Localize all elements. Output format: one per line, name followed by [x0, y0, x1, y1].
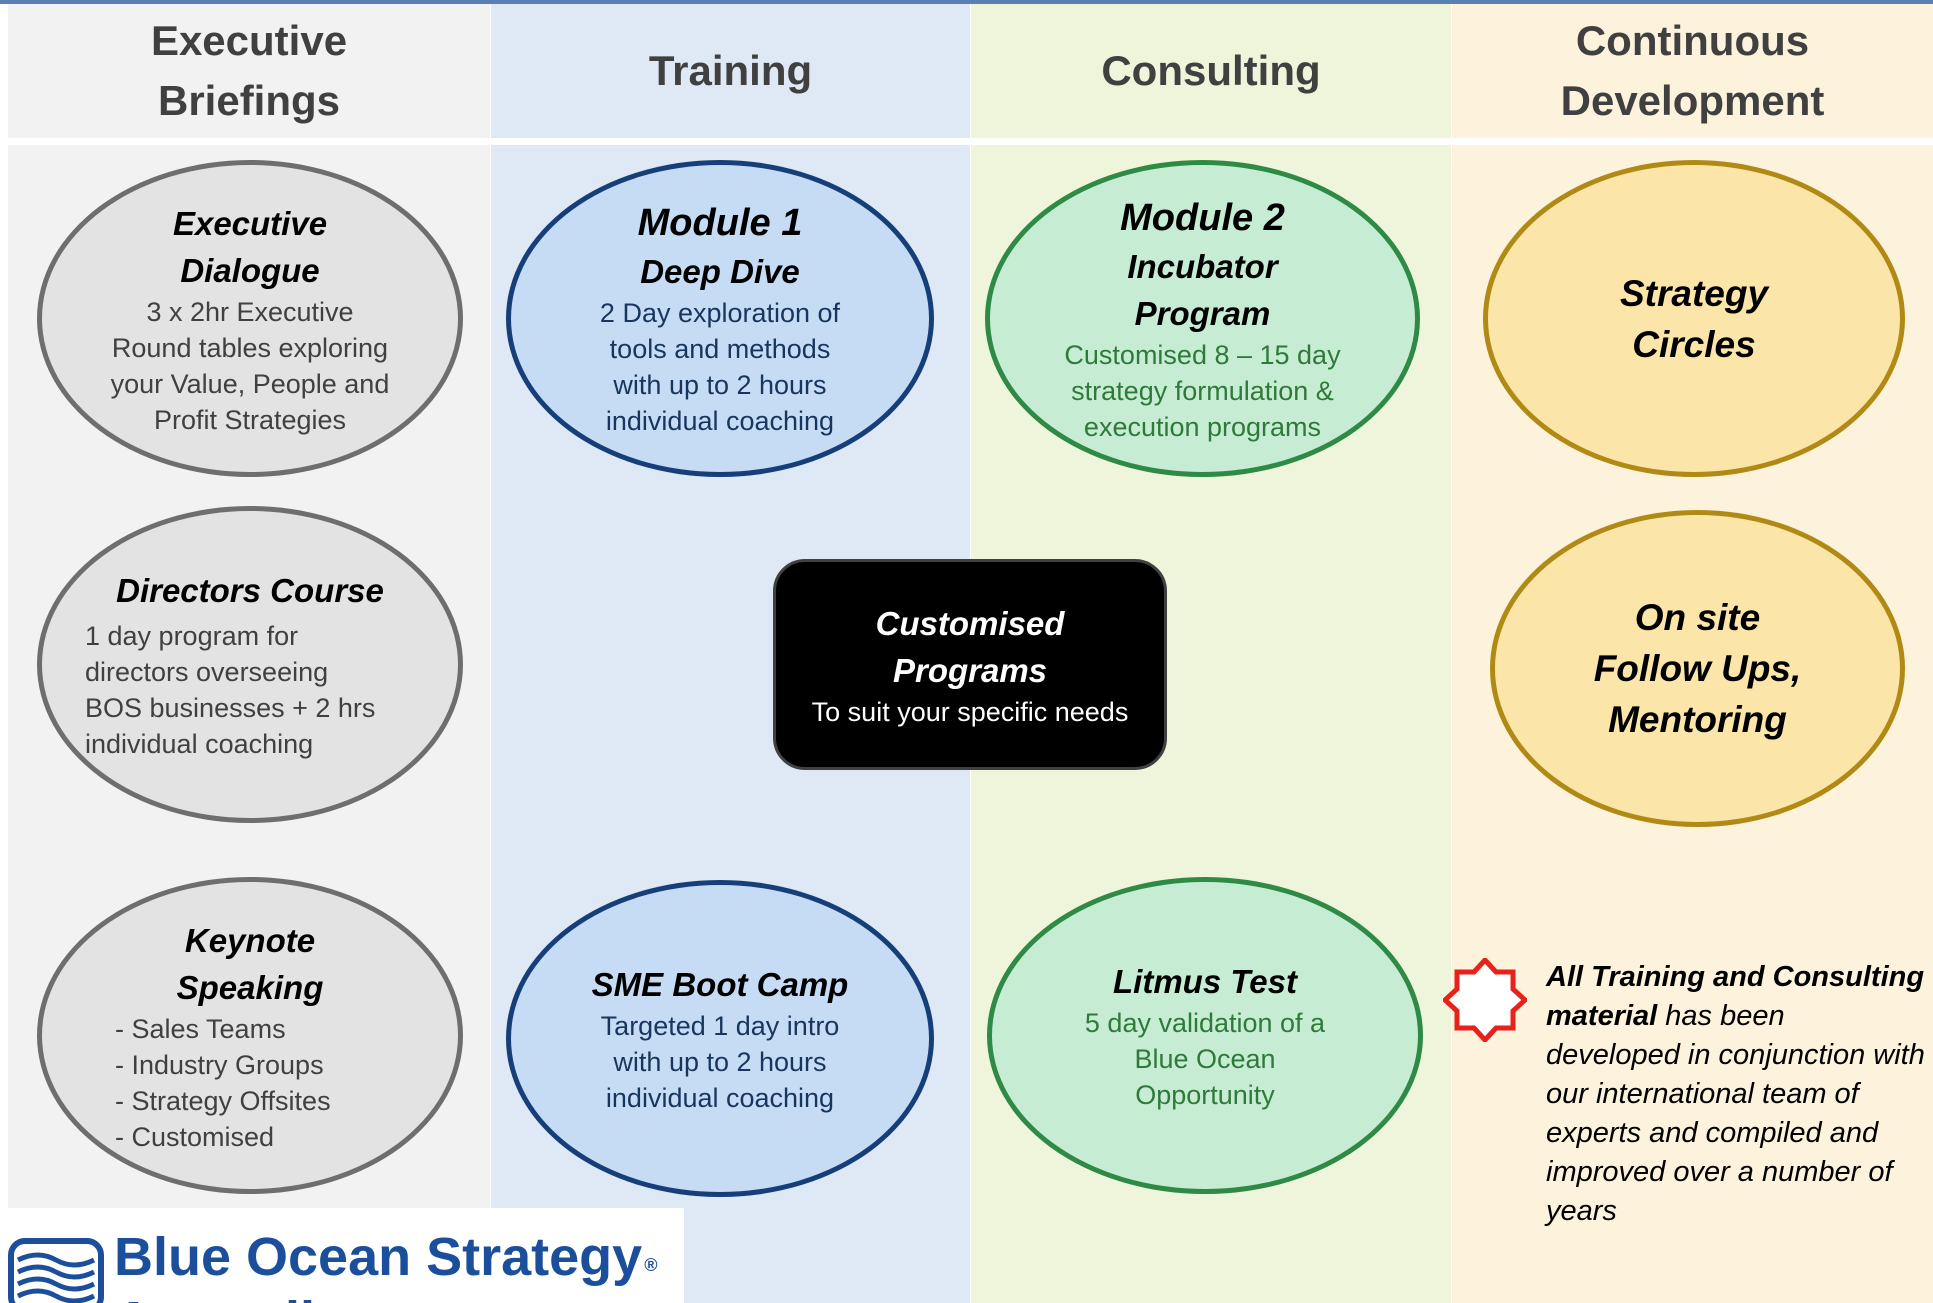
footnote-bold: All Training and Consulting material — [1546, 961, 1925, 1032]
eight-point-star-icon — [1441, 956, 1529, 1044]
box-title: Customised Programs — [875, 604, 1065, 689]
node-body: 1 day program for directors overseeing B… — [85, 621, 376, 759]
node-body: Customised 8 – 15 day strategy formulati… — [1064, 339, 1341, 442]
company-logo: Blue Ocean Strategy® Australia — [0, 1208, 684, 1303]
footnote-text: has been developed in conjunction with o… — [1546, 1000, 1925, 1227]
column-title: Consulting — [1101, 47, 1321, 94]
column-header-executive-briefings: Executive Briefings — [8, 4, 490, 138]
node-title: Strategy Circles — [1619, 272, 1769, 365]
customised-programs-box: Customised Programs To suit your specifi… — [773, 559, 1167, 770]
keynote-speaking-node: Keynote Speaking - Sales Teams - Industr… — [37, 877, 463, 1194]
column-header-continuous-development: Continuous Development — [1452, 4, 1933, 138]
node-title: Litmus Test — [1113, 963, 1297, 1000]
module-1-node: Module 1 Deep Dive 2 Day exploration of … — [506, 160, 934, 477]
column-title: Training — [648, 47, 813, 94]
logo-subname: Australia — [114, 1290, 345, 1303]
node-title: Module 1 — [637, 202, 803, 244]
top-rule — [0, 0, 1933, 4]
node-body: 2 Day exploration of tools and methods w… — [599, 298, 841, 436]
box-body: To suit your specific needs — [811, 696, 1129, 727]
node-body: - Sales Teams - Industry Groups - Strate… — [115, 1013, 331, 1152]
footnote: All Training and Consulting material has… — [1546, 958, 1926, 1231]
column-title: Continuous Development — [1560, 17, 1825, 124]
node-body: 3 x 2hr Executive Round tables exploring… — [110, 296, 390, 435]
node-title: SME Boot Camp — [591, 966, 849, 1003]
node-title: Directors Course — [116, 572, 384, 609]
waves-logo-icon — [8, 1238, 104, 1303]
litmus-test-node: Litmus Test 5 day validation of a Blue O… — [987, 877, 1423, 1194]
node-subtitle: Deep Dive — [640, 253, 800, 290]
node-title: Keynote Speaking — [176, 921, 324, 1006]
executive-dialogue-node: Executive Dialogue 3 x 2hr Executive Rou… — [37, 160, 463, 477]
node-title: On site Follow Ups, Mentoring — [1593, 597, 1802, 740]
directors-course-node: Directors Course 1 day program for direc… — [37, 506, 463, 823]
module-2-node: Module 2 Incubator Program Customised 8 … — [985, 160, 1420, 477]
node-body: Targeted 1 day intro with up to 2 hours … — [600, 1011, 840, 1113]
node-title: Executive Dialogue — [172, 204, 328, 289]
strategy-circles-node: Strategy Circles — [1483, 160, 1905, 477]
node-subtitle: Incubator Program — [1127, 247, 1278, 332]
node-title: Module 2 — [1120, 196, 1285, 239]
column-header-training: Training — [491, 4, 970, 138]
column-title: Executive Briefings — [150, 17, 348, 124]
registered-mark: ® — [644, 1255, 658, 1275]
node-body: 5 day validation of a Blue Ocean Opportu… — [1084, 1008, 1326, 1110]
column-header-consulting: Consulting — [971, 4, 1451, 138]
on-site-follow-ups-node: On site Follow Ups, Mentoring — [1490, 510, 1905, 827]
logo-name: Blue Ocean Strategy® — [114, 1227, 658, 1287]
sme-boot-camp-node: SME Boot Camp Targeted 1 day intro with … — [506, 880, 934, 1197]
